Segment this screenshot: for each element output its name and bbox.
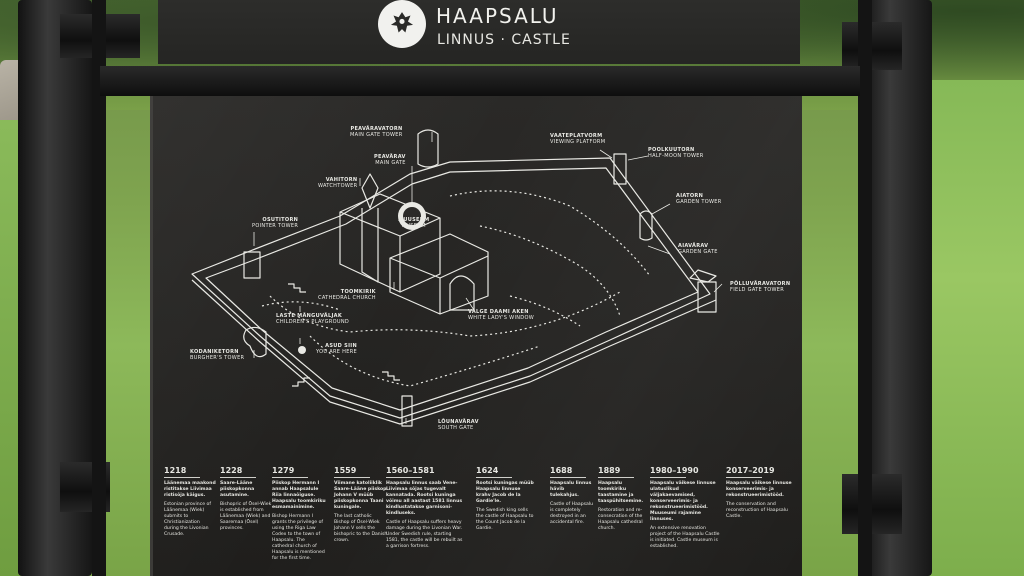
timeline-year: 2017–2019 <box>726 466 775 475</box>
frame-bracket-low-right <box>842 474 902 534</box>
timeline-text-et: Haapsalu väikese linnuse ulatuslikud väl… <box>650 481 716 522</box>
castle-buildings <box>339 173 489 315</box>
timeline: 1218 Läänemaa maakond ristitakse Liivima… <box>160 466 800 576</box>
timeline-rule <box>164 477 200 478</box>
timeline-text-et: Haapsalu linnus saab Vene-Liivimaa sõjas… <box>386 481 463 516</box>
timeline-text-en: Estonian province of Läänemaa (Wiek) sub… <box>164 501 211 537</box>
timeline-text-en: The conservation and reconstruction of H… <box>726 501 788 519</box>
timeline-entry: 1279 Piiskop Hermann I annab Haapsalule … <box>272 466 326 562</box>
page-title: HAAPSALU <box>436 4 559 28</box>
timeline-text-en: Bishop Hermann I grants the privilege of… <box>272 513 325 561</box>
timeline-rule <box>334 477 370 478</box>
timeline-rule <box>550 477 586 478</box>
timeline-text-et: Viimane katoliiklik Saare-Lääne piiskop … <box>334 481 387 510</box>
castle-outer-wall <box>191 157 717 425</box>
castle-paths <box>261 190 651 387</box>
timeline-text-et: Läänemaa maakond ristitakse Liivimaa ris… <box>164 481 216 498</box>
timeline-rule <box>598 477 634 478</box>
label-museum: MUUSEUM MUSEUM <box>398 217 430 229</box>
timeline-entry: 1218 Läänemaa maakond ristitakse Liivima… <box>164 466 216 538</box>
castle-map <box>191 129 723 427</box>
label-garden-gate: AIAVÄRAV GARDEN GATE <box>678 243 718 255</box>
label-viewing-platform: VAATEPLATVORM VIEWING PLATFORM <box>550 133 606 145</box>
page-subtitle: LINNUS · CASTLE <box>437 32 571 48</box>
frame-crossbar <box>100 66 860 96</box>
label-you-are-here: ASUD SIIN YOU ARE HERE <box>316 343 357 355</box>
timeline-text-en: Bishopric of Ösel-Wiek is established fr… <box>220 501 272 531</box>
timeline-entry: 1560–1581 Haapsalu linnus saab Vene-Liiv… <box>386 466 464 550</box>
castle-stairs <box>288 283 400 387</box>
timeline-text-et: Haapsalu toomkiriku taastamine ja taaspü… <box>598 481 644 504</box>
timeline-text-et: Haapsalu väikese linnuse konserveerimis-… <box>726 481 792 498</box>
timeline-entry: 1980–1990 Haapsalu väikese linnuse ulatu… <box>650 466 720 550</box>
label-pointer-tower: OSUTITORN POINTER TOWER <box>252 217 299 229</box>
timeline-text-en: Restoration and re-consecration of the H… <box>598 507 643 531</box>
timeline-year: 1559 <box>334 466 357 475</box>
timeline-text-en: The Swedish king sells the castle of Haa… <box>476 507 534 531</box>
label-white-lady: VALGE DAAMI AKEN WHITE LADY'S WINDOW <box>468 309 535 321</box>
label-watchtower: VAHITORN WATCHTOWER <box>318 177 358 189</box>
timeline-text-en: The last catholic Bishop of Ösel-Wiek Jo… <box>334 513 388 543</box>
label-leader-lines <box>253 132 723 424</box>
timeline-text-et: Piiskop Hermann I annab Haapsalule Riia … <box>272 481 326 510</box>
timeline-entry: 2017–2019 Haapsalu väikese linnuse konse… <box>726 466 792 520</box>
timeline-entry: 1228 Saare-Lääne piiskopkonna asutamine.… <box>220 466 274 532</box>
timeline-rule <box>386 477 422 478</box>
sign-frame <box>92 0 872 576</box>
timeline-text-et: Rootsi kuningas müüb Haapsalu linnuse kr… <box>476 481 534 504</box>
timeline-year: 1688 <box>550 466 573 475</box>
timeline-rule <box>726 477 762 478</box>
you-are-here-marker <box>298 346 306 354</box>
timeline-text-et: Saare-Lääne piiskopkonna asutamine. <box>220 481 255 498</box>
timeline-text-en: An extensive renovation project of the H… <box>650 525 720 549</box>
label-cathedral: TOOMKIRIK CATHEDRAL CHURCH <box>318 289 376 301</box>
label-field-gate-tower: PÕLLUVÄRAVATORN FIELD GATE TOWER <box>730 281 791 293</box>
timeline-year: 1560–1581 <box>386 466 435 475</box>
timeline-year: 1980–1990 <box>650 466 699 475</box>
label-main-gate: PEAVÄRAV MAIN GATE <box>374 154 406 166</box>
timeline-text-et: Haapsalu linnus hävib tulekahjus. <box>550 481 592 498</box>
timeline-rule <box>220 477 256 478</box>
timeline-rule <box>272 477 308 478</box>
label-main-gate-tower: PEAVÄRAVATORN MAIN GATE TOWER <box>350 126 403 138</box>
timeline-entry: 1889 Haapsalu toomkiriku taastamine ja t… <box>598 466 648 532</box>
header-plate <box>158 0 800 64</box>
timeline-text-en: Castle of Haapsalu is completely destroy… <box>550 501 594 525</box>
timeline-year: 1624 <box>476 466 499 475</box>
eagle-icon <box>390 12 414 33</box>
crest-logo <box>378 0 426 48</box>
label-garden-tower: AIATORN GARDEN TOWER <box>676 193 722 205</box>
timeline-rule <box>650 477 686 478</box>
timeline-entry: 1559 Viimane katoliiklik Saare-Lääne pii… <box>334 466 388 544</box>
timeline-text-en: Castle of Haapsalu suffers heavy damage … <box>386 519 463 549</box>
label-half-moon-tower: POOLKUUTORN HALF-MOON TOWER <box>648 147 704 159</box>
label-playground: LASTE MÄNGUVÄLJAK CHILDREN'S PLAYGROUND <box>276 313 350 325</box>
timeline-year: 1889 <box>598 466 621 475</box>
timeline-year: 1279 <box>272 466 295 475</box>
timeline-entry: 1624 Rootsi kuningas müüb Haapsalu linnu… <box>476 466 536 532</box>
timeline-entry: 1688 Haapsalu linnus hävib tulekahjus. C… <box>550 466 594 526</box>
castle-towers <box>243 129 717 427</box>
timeline-year: 1228 <box>220 466 243 475</box>
timeline-rule <box>476 477 512 478</box>
frame-bracket-top-right <box>842 22 902 70</box>
label-south-gate: LÕUNAVÄRAV SOUTH GATE <box>438 419 479 431</box>
label-burghers-tower: KODANIKETORN BURGHER'S TOWER <box>190 349 245 361</box>
timeline-year: 1218 <box>164 466 187 475</box>
